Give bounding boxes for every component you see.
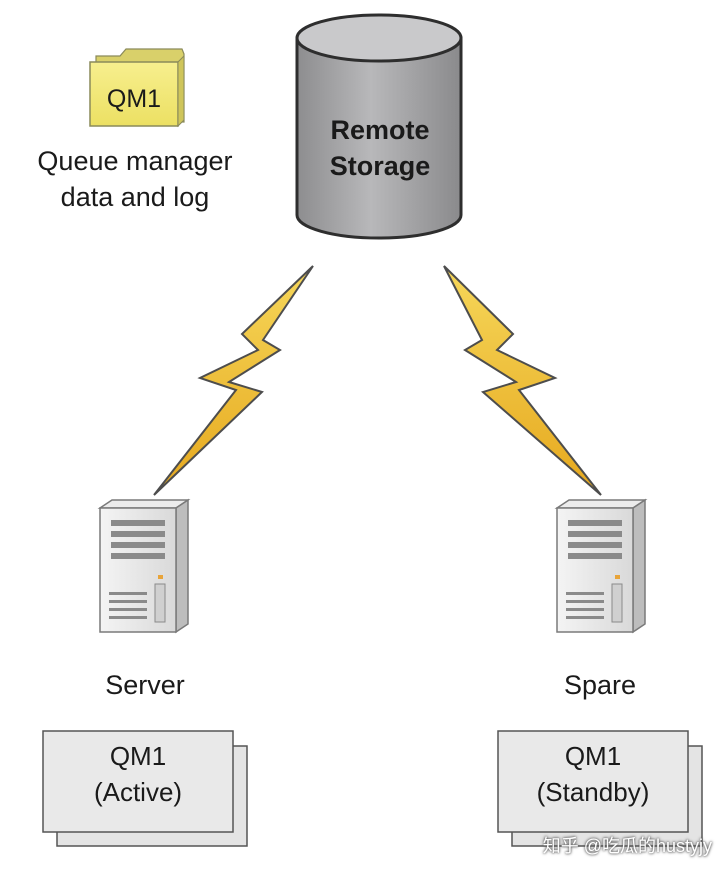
right-lightning-link-icon [443, 265, 602, 496]
storage-label: Remote Storage [290, 112, 470, 184]
spare-caption: Spare [563, 670, 637, 700]
folder-label: QM1 [106, 85, 162, 113]
server-tower-icon [97, 498, 191, 634]
qm1-active-label: QM1 (Active) [45, 738, 231, 810]
qm1-standby-label: QM1 (Standby) [500, 738, 686, 810]
folder-caption-line1: Queue manager [37, 146, 233, 176]
qm1-standby-box [497, 730, 703, 847]
left-lightning-link-icon [153, 265, 314, 496]
spare-tower-icon [554, 498, 648, 634]
server-caption: Server [105, 670, 185, 700]
qm1-active-box [42, 730, 248, 847]
storage-label-line2: Storage [329, 151, 431, 181]
qm1-active-status: (Active) [93, 777, 183, 807]
qm1-standby-name: QM1 [564, 741, 622, 771]
qm1-standby-status: (Standby) [536, 777, 650, 807]
storage-label-line1: Remote [330, 115, 430, 145]
qm1-active-name: QM1 [109, 741, 167, 771]
folder-caption-line2: data and log [60, 182, 210, 212]
watermark-text: 知乎 @吃瓜的hustyjy [542, 836, 712, 856]
folder-caption: Queue manager data and log [0, 143, 270, 215]
remote-storage-cylinder-icon [295, 13, 463, 240]
folder-icon [89, 48, 185, 128]
